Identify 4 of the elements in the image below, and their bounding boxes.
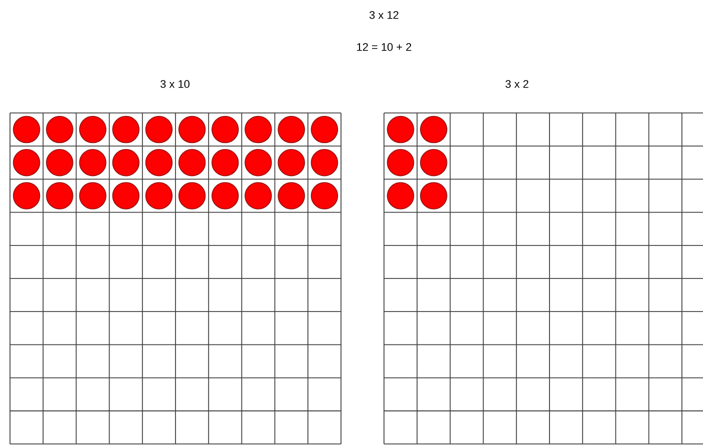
equation-label: 12 = 10 + 2 bbox=[357, 43, 412, 51]
grid-heading: 3 x 10 bbox=[160, 80, 190, 88]
grid-heading: 3 x 2 bbox=[506, 80, 528, 88]
equation-label: 3 x 12 bbox=[370, 11, 398, 19]
